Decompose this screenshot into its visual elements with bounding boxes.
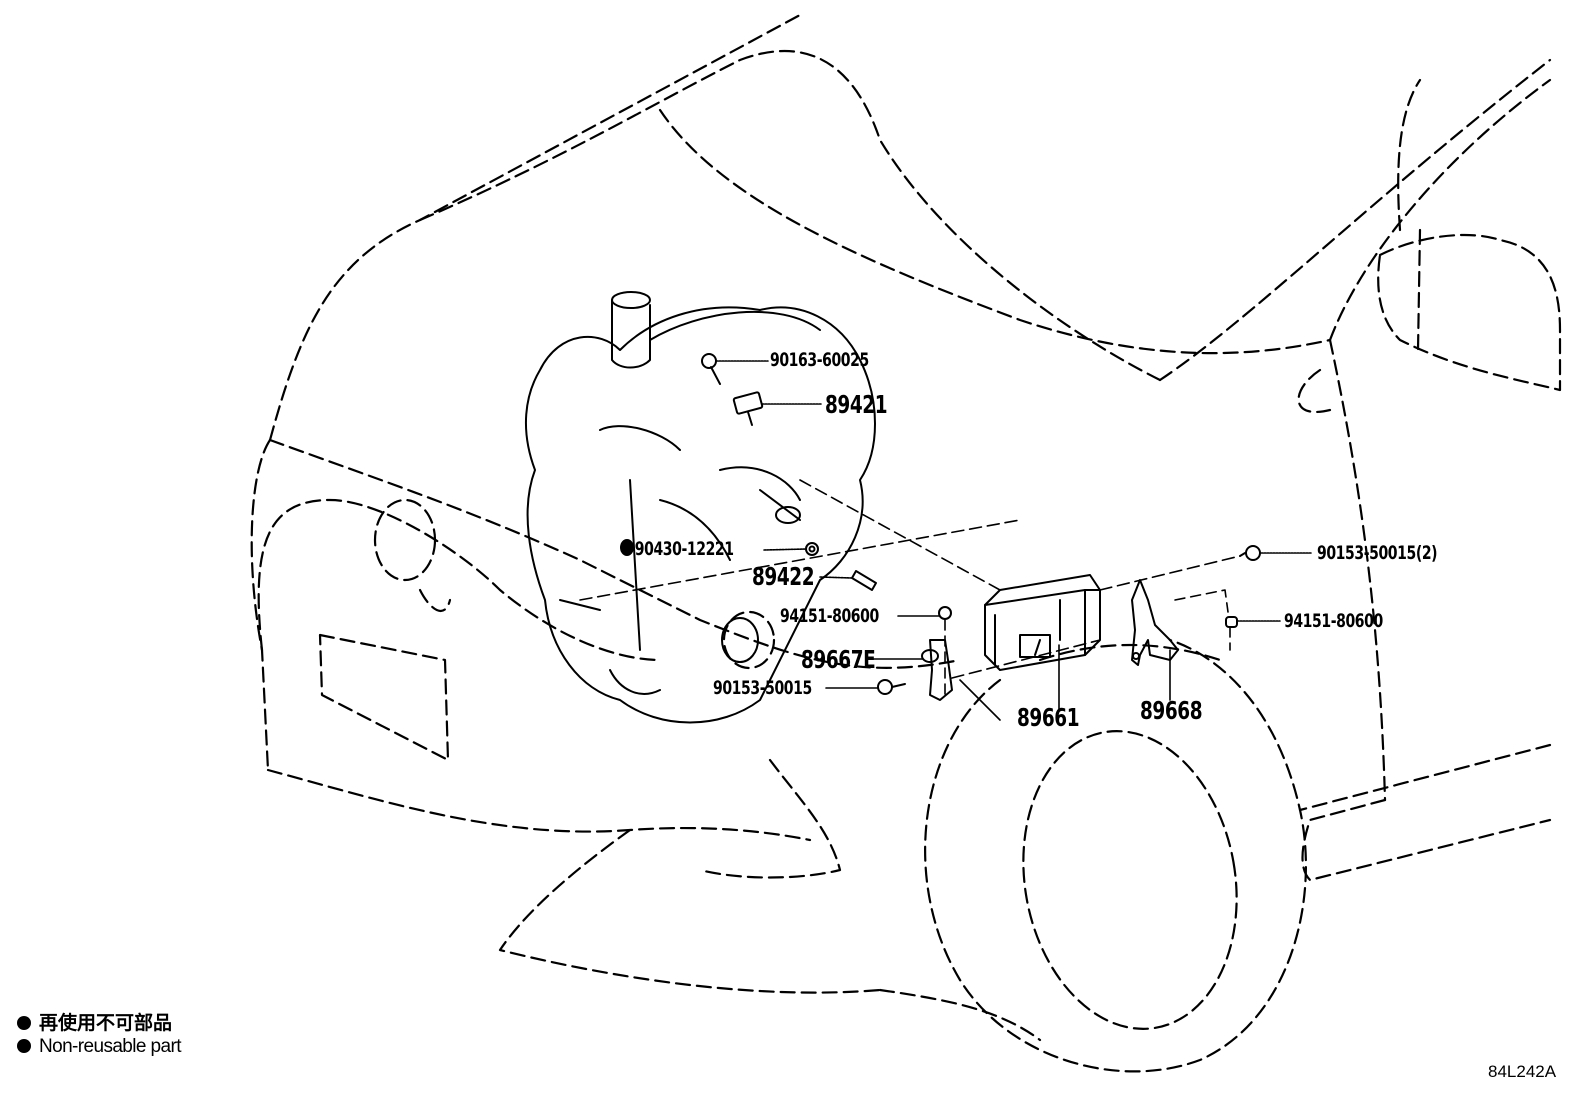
body-outline [250,13,1562,1042]
part-label-90153-50015-2[interactable]: 90153-50015(2) [1317,542,1438,564]
part-label-90430-12221[interactable]: 90430-12221 [620,539,734,559]
headlamp-outline [373,498,776,670]
bracket-89668-drawing [1131,579,1179,666]
legend-english-text: Non-reusable part [39,1036,181,1057]
engine-block [525,291,876,724]
ecu-drawing [984,574,1101,671]
part-label-89421[interactable]: 89421 [825,390,888,419]
part-number: 90430-12221 [634,538,734,560]
legend-english: Non-reusable part [17,1036,181,1058]
part-label-94151-80600-left[interactable]: 94151-80600 [780,605,879,627]
bullet-icon [17,1016,31,1030]
front-wheel [924,638,1307,1073]
legend-japanese-text: 再使用不可部品 [39,1013,173,1034]
part-label-94151-80600-right[interactable]: 94151-80600 [1284,610,1383,632]
legend-japanese: 再使用不可部品 [17,1008,172,1035]
part-label-90153-50015[interactable]: 90153-50015 [713,677,812,699]
part-label-89667e[interactable]: 89667E [801,645,876,674]
bullet-icon [17,1039,31,1053]
part-label-90163-60025[interactable]: 90163-60025 [770,349,869,371]
part-label-89661[interactable]: 89661 [1017,703,1080,732]
sensor-drawings [701,353,1261,628]
bracket-89667e-drawing [877,606,953,701]
part-label-89668[interactable]: 89668 [1140,696,1203,725]
leader-lines [579,360,1313,721]
non-reusable-marker [620,539,634,556]
part-label-89422[interactable]: 89422 [752,562,815,591]
figure-id: 84L242A [1488,1062,1557,1081]
